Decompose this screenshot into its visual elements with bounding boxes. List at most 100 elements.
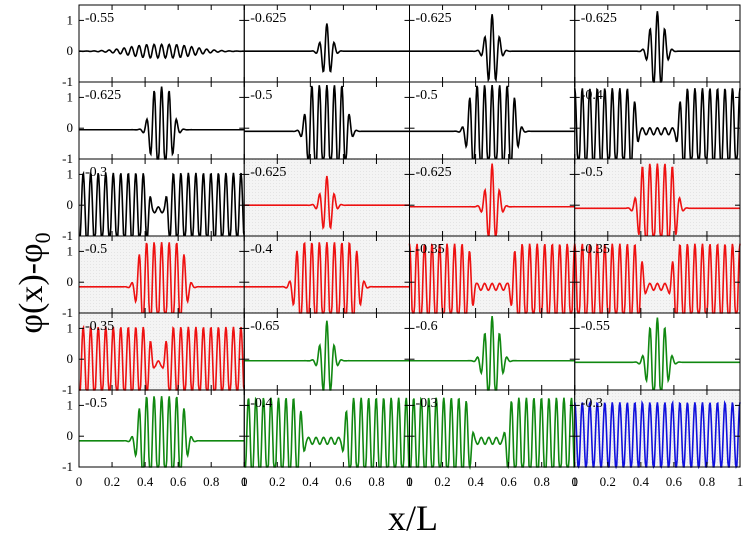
x-tick-label: 1 [241,474,248,489]
x-tick-label: 0.8 [534,474,550,489]
series-line [79,396,245,468]
panel: -0.6 [409,312,576,391]
series-line [574,163,740,237]
series-line [244,241,410,314]
panel-label: -0.625 [250,165,286,180]
y-tick-label: 1 [67,320,74,335]
series-line [573,243,741,314]
x-tick-label: 0.2 [600,474,616,489]
y-tick-label: 0 [67,351,74,366]
y-tick-label: 0 [67,274,74,289]
panel-label: -0.35 [85,319,114,334]
x-tick-label: 0.4 [467,474,484,489]
series-line [244,175,410,231]
y-tick-label: -1 [62,151,73,166]
panel-label: -0.3 [85,165,107,180]
series-line [244,85,410,160]
panel-label: -0.5 [85,242,107,257]
panel: -0.3 -1 0 1 [62,158,246,243]
panel-label: -0.625 [416,165,452,180]
panel-label: -0.35 [581,242,610,257]
x-tick-label: 0.2 [104,474,120,489]
panel-label: -0.6 [416,319,438,334]
series-line [244,320,410,391]
x-tick-label: 1 [572,474,579,489]
series-line [79,242,245,314]
series-line [409,85,575,160]
panel-label: -0.55 [581,319,610,334]
x-tick-label: 0.4 [633,474,650,489]
panel: -0.55 [574,312,741,391]
panel-label: -0.4 [250,242,272,257]
panel: -0.65 [243,312,410,391]
panel: -0.625 [574,4,741,83]
panel-label: -0.35 [416,242,445,257]
panel-label: -0.625 [250,11,286,26]
panel: -0.5 [409,81,576,160]
series-line [409,315,575,391]
series-line [573,87,741,160]
y-tick-label: 0 [67,120,74,135]
series-line [78,42,245,60]
panel-label: -0.3 [416,396,438,411]
series-line [79,170,246,237]
panel: -0.625 [409,158,576,237]
x-tick-label: 0 [76,474,83,489]
panel: -0.625 [409,4,576,83]
panel-label: -0.625 [581,11,617,26]
y-tick-label: 1 [67,12,74,27]
y-tick-label: -1 [62,305,73,320]
y-tick-label: 0 [67,428,74,443]
panel-label: -0.5 [85,396,107,411]
x-axis-title: x/L [388,498,438,534]
y-tick-label: 0 [67,43,74,58]
series-line [408,243,576,314]
x-tick-label: 1 [406,474,413,489]
panel: -0.5 -1 0 1 [62,235,245,320]
panel-grid: -0.55-101-0.625-0.625-0.625-0.625-101-0.… [62,4,743,489]
y-tick-label: -1 [62,74,73,89]
panel-label: -0.625 [416,11,452,26]
panel-label: -0.4 [250,396,272,411]
panel-label: -0.55 [85,11,114,26]
series-line [409,14,575,83]
panel-label: -0.4 [581,88,603,103]
y-tick-label: 1 [67,89,74,104]
series-line [244,23,410,73]
y-tick-label: 0 [67,197,74,212]
series-line [573,399,741,470]
x-tick-label: 0.6 [666,474,683,489]
y-axis-title: φ(x)-φ0 [13,232,55,333]
y-tick-label: 1 [67,166,74,181]
x-tick-label: 0 [406,474,413,489]
x-tick-label: 0.8 [699,474,715,489]
panel: -0.4 [243,235,410,314]
x-tick-label: 0.2 [434,474,450,489]
panel: -0.5 [574,158,741,237]
series-line [79,324,246,391]
x-tick-label: 0.8 [203,474,219,489]
series-line [79,86,245,160]
y-tick-label: -1 [62,228,73,243]
panel: -0.4 [573,81,741,160]
panel: -0.5 [243,81,410,160]
panel-label: -0.65 [250,319,279,334]
panel-label: -0.5 [250,88,272,103]
panel: -0.35 [573,235,741,314]
x-tick-label: 0.2 [269,474,285,489]
series-line [244,396,410,468]
panel-frame [574,389,741,468]
x-tick-label: 0 [572,474,579,489]
y-tick-label: 1 [67,243,74,258]
panel-label: -0.625 [85,88,121,103]
y-axis-title-main: φ(x)-φ [13,243,50,333]
panel-label: -0.5 [416,88,438,103]
y-tick-label: -1 [62,382,73,397]
panel: -0.55 -1 0 1 [62,4,245,89]
y-axis-title-subscript: 0 [30,232,55,243]
panel: -0.625 [243,4,410,83]
